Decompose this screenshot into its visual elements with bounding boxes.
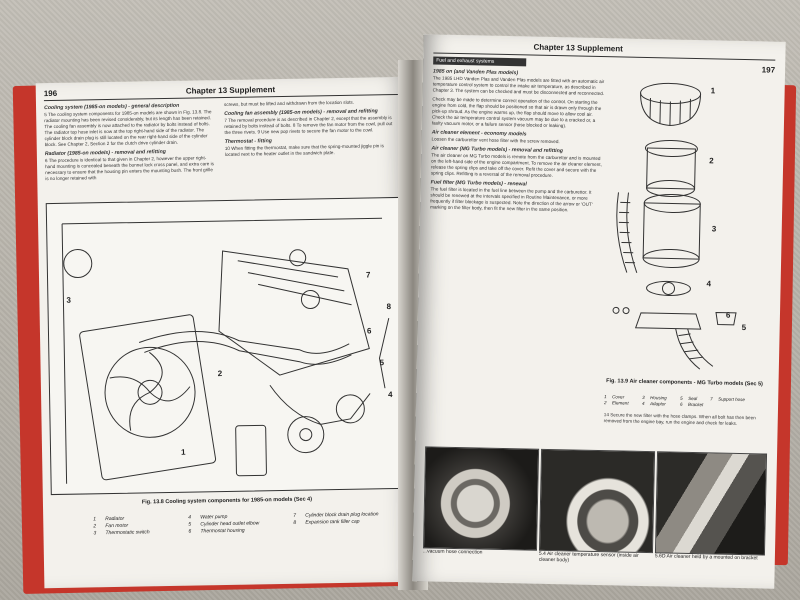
section-text: 6 The procedure is identical to that giv… — [44, 155, 214, 182]
section-text: 10 When fitting the thermostat, make sur… — [224, 143, 384, 157]
callout-number: 1 — [710, 86, 716, 96]
callout-number: 3 — [711, 224, 717, 234]
callout-number: 6 — [366, 326, 372, 336]
callout-number: 5 — [379, 358, 385, 368]
air-cleaner-exploded-diagram: 1 2 3 4 5 6 — [605, 72, 771, 375]
callout-number: 5 — [741, 322, 747, 333]
section-text: 7 The removal procedure is as described … — [224, 115, 393, 135]
callout-number: 3 — [66, 295, 71, 305]
photo-caption: 5.4 Air cleaner temperature sensor (insi… — [538, 550, 639, 564]
air-cleaner-drawing — [612, 82, 737, 370]
callout-number: 1 — [181, 447, 186, 457]
photo-air-cleaner-bracket — [654, 451, 768, 556]
text-column-1: Cooling system (1985-on models) - genera… — [44, 102, 215, 185]
right-page: Chapter 13 Supplement 197 Fuel and exhau… — [412, 34, 786, 589]
text-column-2: screws, but must be lifted and withdrawn… — [224, 99, 397, 161]
callout-number: 8 — [386, 302, 392, 312]
page-header: Chapter 13 Supplement — [185, 85, 276, 96]
section-text: The air cleaner on MG Turbo models is re… — [430, 152, 602, 179]
step-text: 14 Secure the new filter with the hose c… — [603, 412, 756, 426]
section-text: screws, but must be lifted and withdrawn… — [223, 99, 355, 107]
callout-number: 4 — [388, 390, 393, 400]
engine-line-drawing — [61, 217, 390, 484]
section-tab: Fuel and exhaust systems — [433, 56, 527, 67]
text-column-1: 1985 on (and Vanden Plas models) The 198… — [430, 68, 605, 217]
photo-vacuum-hose — [423, 446, 540, 551]
callout-number: 2 — [709, 156, 714, 166]
section-text: 5 The cooling system components for 1985… — [44, 109, 212, 148]
photo-caption: ...vacuum hose connection — [422, 548, 483, 556]
callout-number: 6 — [725, 310, 731, 320]
callout-number: 7 — [365, 270, 371, 280]
cooling-system-diagram: 7 3 8 6 2 5 1 4 — [45, 196, 405, 496]
section-text: The fuel filter is located in the fuel l… — [430, 186, 593, 213]
photo-caption: 5.6D Air cleaner held by a mounted on br… — [654, 553, 758, 562]
page-number: 196 — [43, 88, 58, 99]
section-text: The 1985 LHD Vanden Plas and Vanden Plas… — [432, 75, 605, 97]
photo-temperature-sensor — [538, 448, 656, 554]
page-header: Chapter 13 Supplement — [533, 42, 623, 54]
figure-caption: Fig. 13.9 Air cleaner components - MG Tu… — [606, 378, 763, 388]
callout-number: 4 — [706, 279, 712, 289]
left-page: 196 Chapter 13 Supplement Cooling system… — [35, 76, 415, 589]
page-number: 197 — [761, 65, 776, 75]
figure-caption: Fig. 13.8 Cooling system components for … — [141, 496, 313, 506]
section-text: Check may be made to determine correct o… — [431, 96, 602, 129]
callout-number: 2 — [217, 369, 223, 379]
